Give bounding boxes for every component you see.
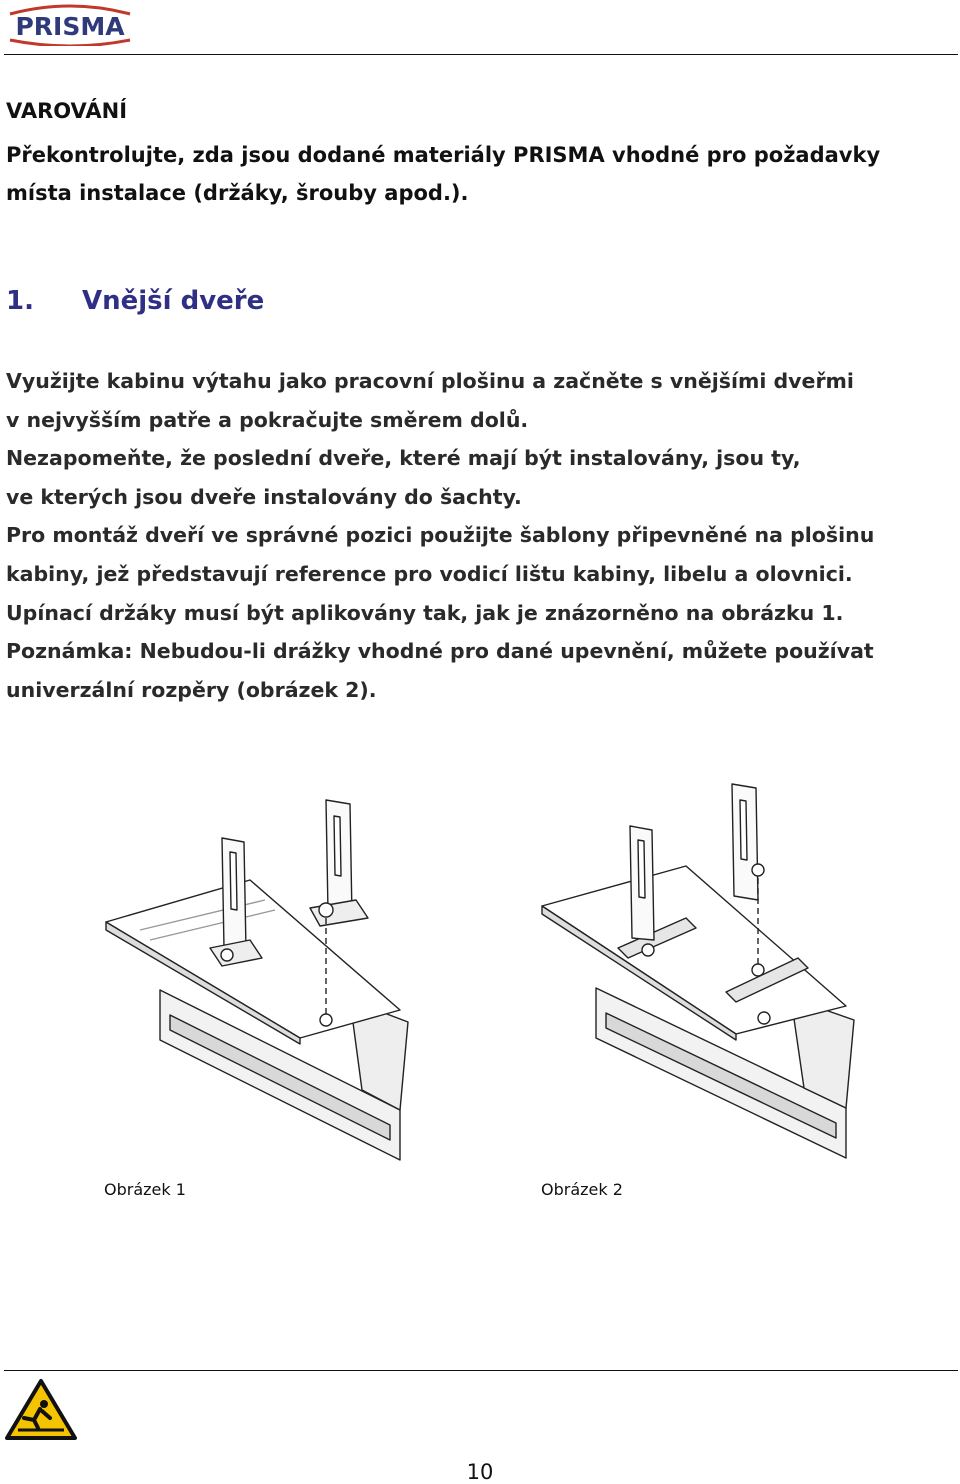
- warning-line: místa instalace (držáky, šrouby apod.).: [6, 181, 469, 205]
- body-line: v nejvyšším patře a pokračujte směrem do…: [6, 407, 529, 432]
- body-line: Upínací držáky musí být aplikovány tak, …: [6, 600, 844, 625]
- logo-text: PRISMA: [15, 12, 125, 41]
- body-line: Poznámka: Nebudou-li drážky vhodné pro d…: [6, 639, 874, 664]
- body-line: kabiny, jež představují reference pro vo…: [6, 561, 853, 586]
- section-heading: 1. Vnější dveře: [6, 284, 264, 318]
- page-number: 10: [466, 1460, 494, 1484]
- header-divider: [4, 54, 958, 55]
- hazard-warning-icon: [4, 1378, 78, 1442]
- body-line: ve kterých jsou dveře instalovány do šac…: [6, 484, 522, 509]
- figure-1-caption: Obrázek 1: [104, 1180, 186, 1199]
- body-line: Využijte kabinu výtahu jako pracovní plo…: [6, 369, 854, 393]
- section-number: 1.: [6, 286, 34, 316]
- body-line: Pro montáž dveří ve správné pozici použi…: [6, 523, 875, 548]
- body-line: univerzální rozpěry (obrázek 2).: [6, 677, 377, 702]
- instructions-text: Využijte kabinu výtahu jako pracovní plo…: [6, 362, 954, 709]
- figure-2-illustration: [536, 778, 860, 1168]
- prisma-logo: PRISMA: [4, 2, 136, 48]
- section-title: Vnější dveře: [82, 286, 265, 316]
- warning-text: Překontrolujte, zda jsou dodané materiál…: [6, 136, 946, 212]
- figure-2-caption: Obrázek 2: [541, 1180, 623, 1199]
- figure-1-illustration: [100, 790, 420, 1170]
- body-line: Nezapomeňte, že poslední dveře, které ma…: [6, 446, 801, 471]
- warning-title: VAROVÁNÍ: [6, 99, 128, 123]
- warning-line: Překontrolujte, zda jsou dodané materiál…: [6, 143, 881, 167]
- footer-divider: [4, 1370, 958, 1371]
